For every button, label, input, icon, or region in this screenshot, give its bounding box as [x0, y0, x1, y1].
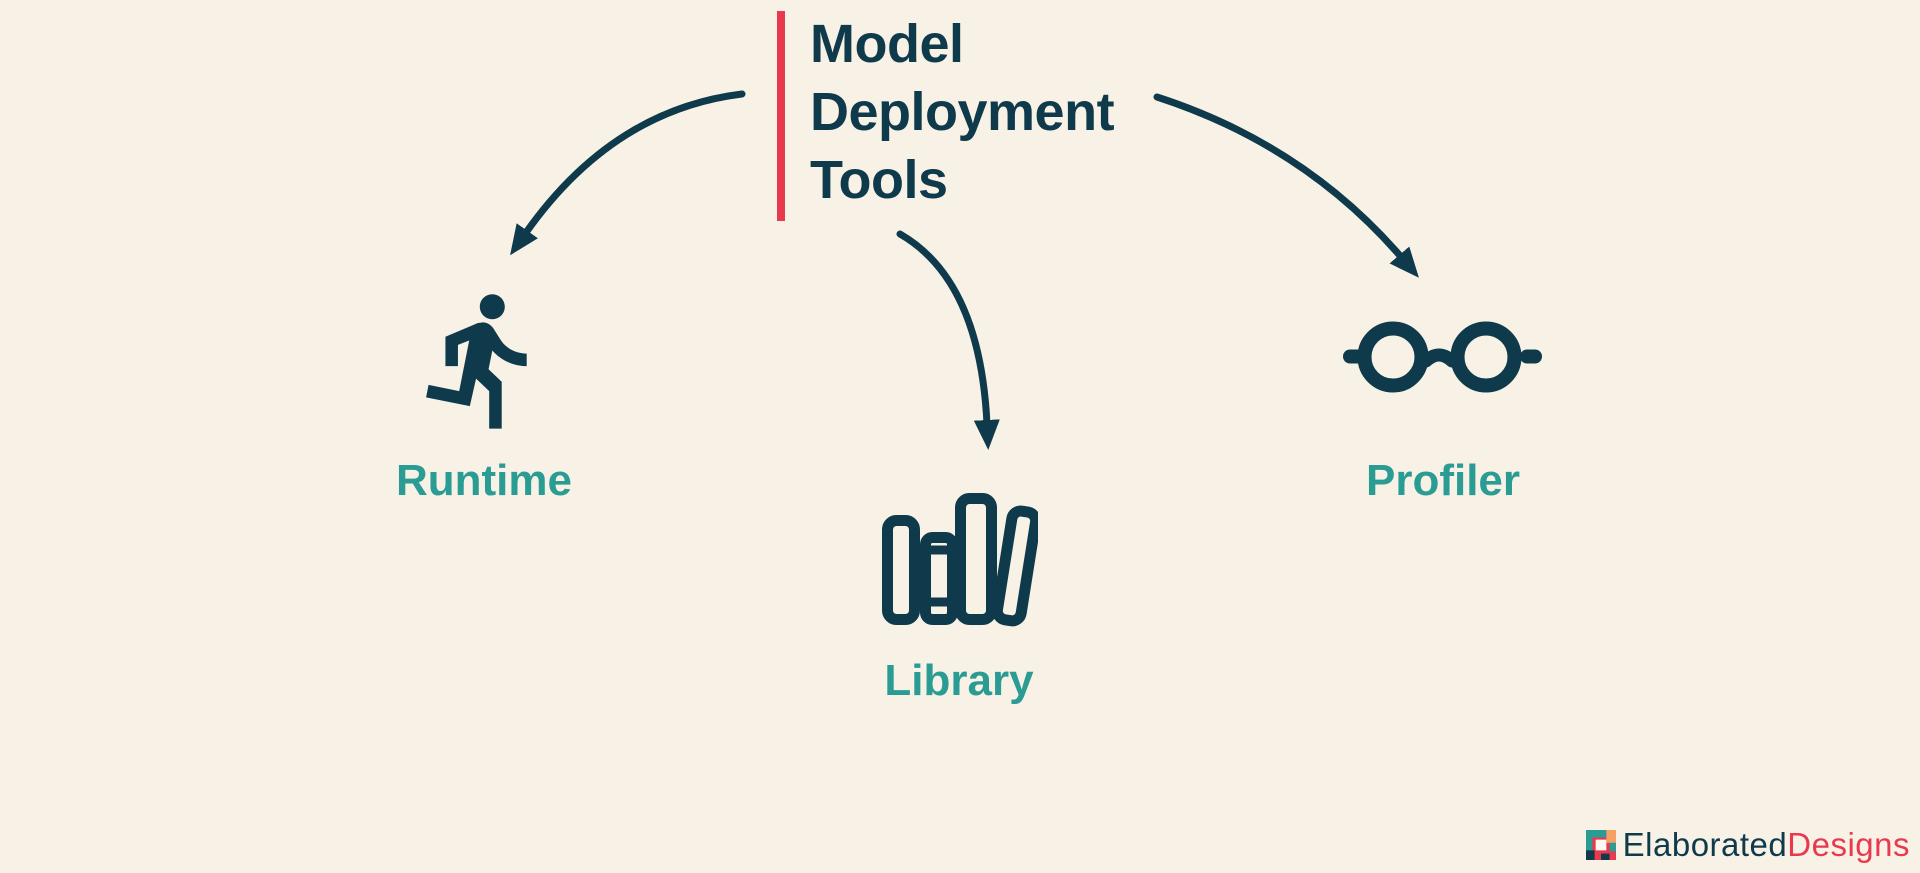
page-title: Model Deployment Tools [810, 10, 1115, 214]
runtime-label: Runtime [396, 456, 572, 505]
profiler-label: Profiler [1365, 456, 1521, 505]
title-line-2: Deployment [810, 82, 1115, 142]
books-icon [882, 493, 1038, 627]
arrow-to-runtime [510, 90, 746, 256]
brand-name-primary: Elaborated [1622, 826, 1788, 863]
glasses-icon [1343, 321, 1542, 393]
runner-icon [426, 294, 527, 429]
mosaic-logo-icon [1585, 830, 1616, 860]
library-label: Library [884, 656, 1034, 705]
title-accent-bar [777, 11, 785, 221]
arrow-to-library [896, 230, 1000, 450]
brand-name-secondary: Designs [1787, 826, 1910, 863]
brand-logo: ElaboratedDesigns [1585, 826, 1910, 864]
title-line-3: Tools [810, 150, 948, 210]
brand-name: ElaboratedDesigns [1623, 826, 1910, 864]
arrow-to-profiler [1153, 93, 1419, 278]
title-line-1: Model [810, 14, 964, 74]
